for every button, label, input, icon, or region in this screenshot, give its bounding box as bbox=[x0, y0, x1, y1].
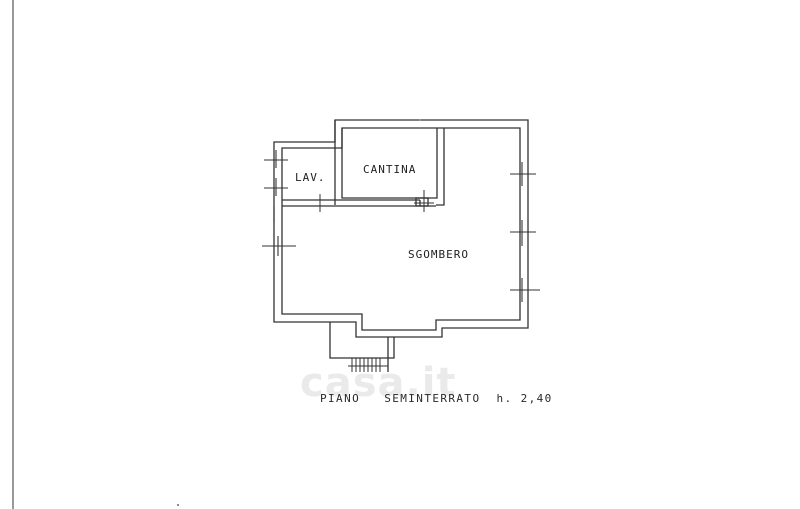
stair-treads bbox=[348, 358, 388, 372]
room-label-lav: LAV. bbox=[295, 171, 326, 184]
scan-speck bbox=[177, 504, 179, 506]
cantina-door-jamb bbox=[415, 197, 429, 207]
scan-speck bbox=[419, 119, 421, 121]
partition-wall bbox=[282, 199, 436, 207]
window-marks-right bbox=[510, 162, 540, 302]
outer-wall-outline bbox=[273, 119, 529, 338]
caption-floor: PIANO bbox=[320, 392, 361, 405]
caption-level: SEMINTERRATO bbox=[384, 392, 481, 405]
room-label-cantina: CANTINA bbox=[363, 163, 417, 176]
cantina-walls bbox=[334, 120, 445, 206]
window-marks-left bbox=[262, 150, 296, 256]
caption-height: h. 2,40 bbox=[496, 392, 553, 405]
stair-well bbox=[329, 322, 395, 359]
door-marks bbox=[319, 190, 434, 212]
outer-wall-inner-outline bbox=[281, 127, 521, 331]
room-label-sgombero: SGOMBERO bbox=[408, 248, 469, 261]
casa-it-watermark: casa.it bbox=[300, 360, 457, 406]
floor-caption: PIANO SEMINTERRATO h. 2,40 bbox=[320, 392, 553, 405]
